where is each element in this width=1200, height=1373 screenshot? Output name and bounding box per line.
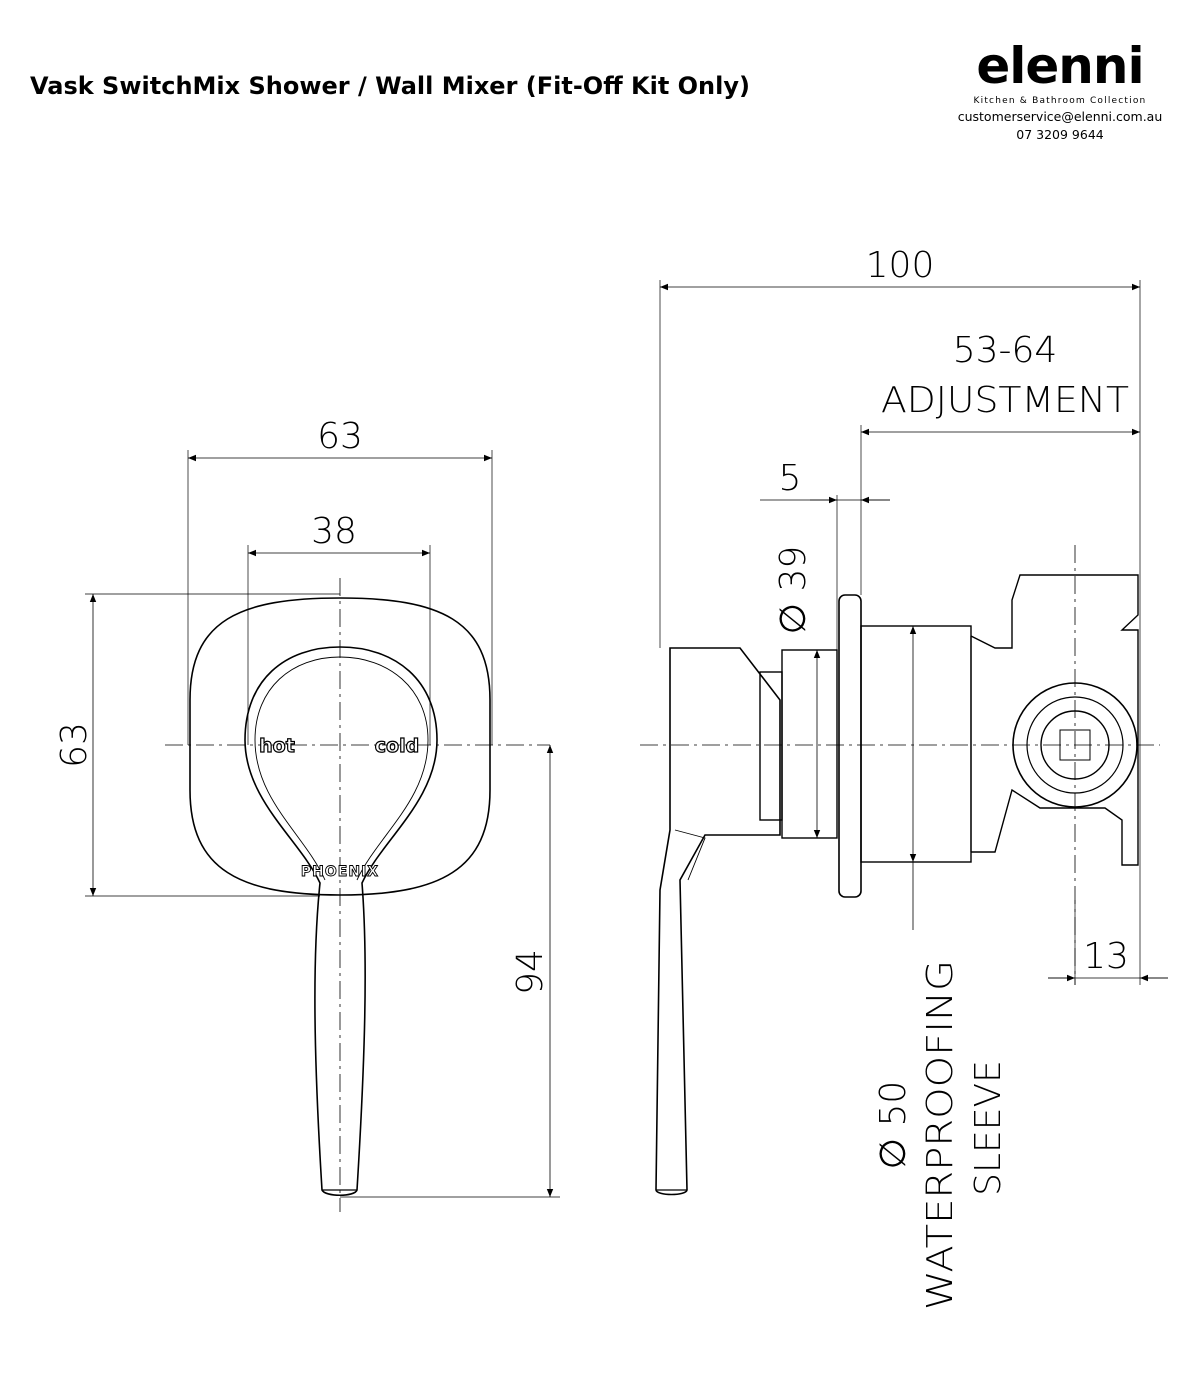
side-sleeve-line1: WATERPROOFING xyxy=(920,960,961,1310)
brand-block: elenni Kitchen & Bathroom Collection cus… xyxy=(955,38,1165,142)
side-view xyxy=(640,280,1168,1196)
brand-phone: 07 3209 9644 xyxy=(1016,127,1104,142)
side-inlet-square xyxy=(1059,729,1091,761)
front-cover-plate xyxy=(189,597,491,896)
front-label-cold: cold xyxy=(375,735,419,757)
side-lever-inner xyxy=(674,829,706,881)
side-sleeve-line2: SLEEVE xyxy=(968,1060,1009,1196)
side-valve-body xyxy=(970,574,1139,866)
front-label-brand: PHOENIX xyxy=(301,864,379,880)
side-inlet-outer xyxy=(1012,682,1138,808)
front-label-hot: hot xyxy=(259,735,295,757)
side-dim-13: 13 xyxy=(1083,936,1129,977)
front-dim-63-width: 63 xyxy=(317,416,363,457)
brand-logo: elenni xyxy=(976,37,1144,95)
front-dim-38-width: 38 xyxy=(311,511,357,552)
front-dim-94: 94 xyxy=(510,949,551,995)
side-spindle-collar xyxy=(781,649,838,839)
side-inlet-inner xyxy=(1040,710,1110,780)
front-dim-63-height: 63 xyxy=(54,722,95,768)
brand-tagline: Kitchen & Bathroom Collection xyxy=(973,96,1147,106)
front-handle-inner-line xyxy=(254,656,429,881)
side-flange-plate xyxy=(838,594,862,898)
side-dim-5: 5 xyxy=(779,458,802,499)
side-sleeve xyxy=(860,625,972,863)
side-handle-hub xyxy=(759,671,783,821)
document-title: Vask SwitchMix Shower / Wall Mixer (Fit-… xyxy=(30,72,750,100)
side-dim-adjust-label: ADJUSTMENT xyxy=(881,380,1129,421)
side-dim-100: 100 xyxy=(866,245,935,286)
front-view xyxy=(85,450,560,1212)
brand-email: customerservice@elenni.com.au xyxy=(957,109,1163,124)
side-dim-d39: ∅ 39 xyxy=(773,546,814,635)
side-dim-d50: ∅ 50 xyxy=(873,1081,914,1170)
side-inlet-mid xyxy=(1026,696,1124,794)
side-lever xyxy=(655,647,781,1196)
side-dim-adjust-value: 53-64 xyxy=(953,330,1058,371)
front-handle-outline xyxy=(244,646,438,1197)
